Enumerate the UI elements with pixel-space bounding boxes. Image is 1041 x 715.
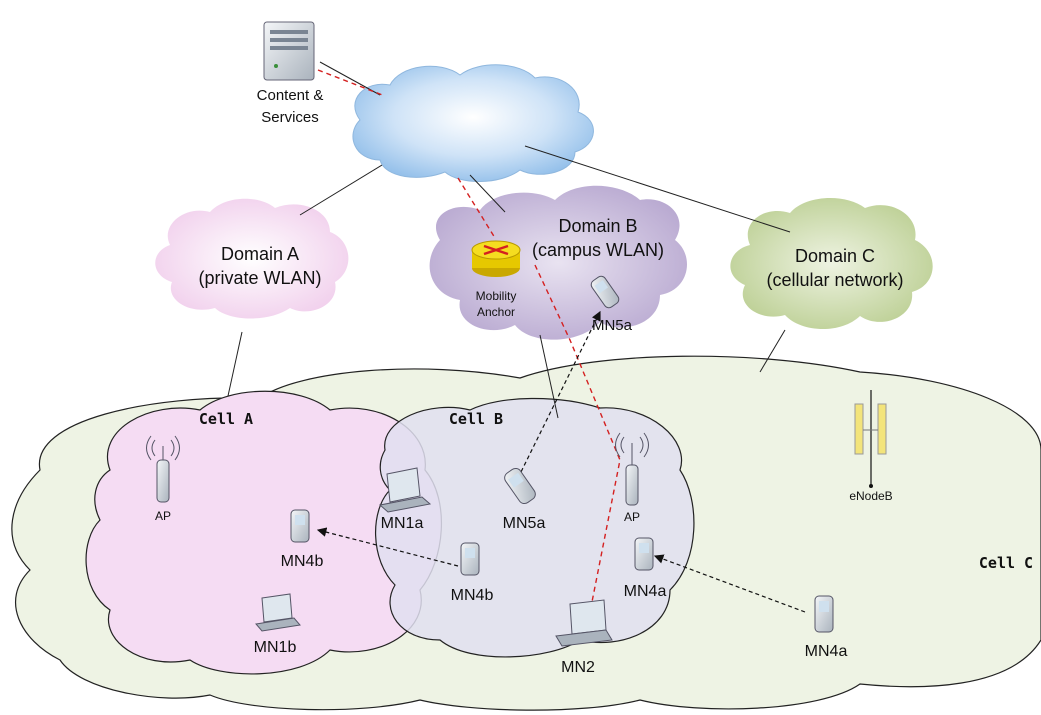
mn4a-b-phone-icon <box>634 537 654 571</box>
handover-arrows <box>316 310 806 613</box>
mn1a-laptop-icon <box>378 467 432 513</box>
domain-b-cloud <box>429 185 687 340</box>
mobility-anchor-label-line1: Mobility <box>476 289 517 303</box>
domain-c-subtitle: (cellular network) <box>766 270 903 290</box>
mn5a-top-label: MN5a <box>592 317 633 334</box>
mn5a-cell-label: MN5a <box>503 515 546 532</box>
domain-c-title: Domain C <box>795 246 875 266</box>
mn2-label: MN2 <box>561 659 595 676</box>
ap-b-icon <box>615 432 649 506</box>
domain-b-title: Domain B <box>558 216 637 236</box>
mn4b-b-phone-icon <box>460 542 480 576</box>
ap-a-label: AP <box>155 509 171 523</box>
domain-c-cloud <box>730 197 933 330</box>
cell-a-label: Cell A <box>199 410 253 428</box>
mn1b-laptop-icon <box>255 593 301 632</box>
mobility-anchor-label-line2: Anchor <box>477 305 515 319</box>
server-label-line2: Services <box>261 109 319 126</box>
server-label-line1: Content & <box>257 87 324 104</box>
mn4a-b-label: MN4a <box>624 583 667 600</box>
mobility-anchor-router-icon <box>471 240 521 277</box>
mn2-laptop-icon <box>555 599 613 647</box>
cell-b-cloud <box>374 397 695 658</box>
domain-b-subtitle: (campus WLAN) <box>532 240 664 260</box>
domain-a-subtitle: (private WLAN) <box>198 268 321 288</box>
server-icon <box>263 21 315 81</box>
domain-a-cloud <box>155 198 349 319</box>
domain-a-title: Domain A <box>221 244 299 264</box>
mn4b-a-phone-icon <box>290 509 310 543</box>
cell-c-label: Cell C <box>979 554 1033 572</box>
enodeb-label: eNodeB <box>849 489 892 503</box>
cell-b-label: Cell B <box>449 410 503 428</box>
mn4a-c-label: MN4a <box>805 643 848 660</box>
enodeb-tower-icon <box>854 390 887 488</box>
mn4a-c-phone-icon <box>814 595 834 633</box>
mn5a-cell-phone-icon <box>504 467 536 505</box>
mn5a-top-phone-icon <box>590 275 620 309</box>
mn1a-label: MN1a <box>381 515 424 532</box>
mn4b-b-label: MN4b <box>451 587 494 604</box>
red-data-path <box>317 69 621 613</box>
ap-b-label: AP <box>624 510 640 524</box>
mn1b-label: MN1b <box>254 639 297 656</box>
ap-a-icon <box>146 435 180 503</box>
mn4b-a-label: MN4b <box>281 553 324 570</box>
internet-cloud <box>352 64 594 182</box>
